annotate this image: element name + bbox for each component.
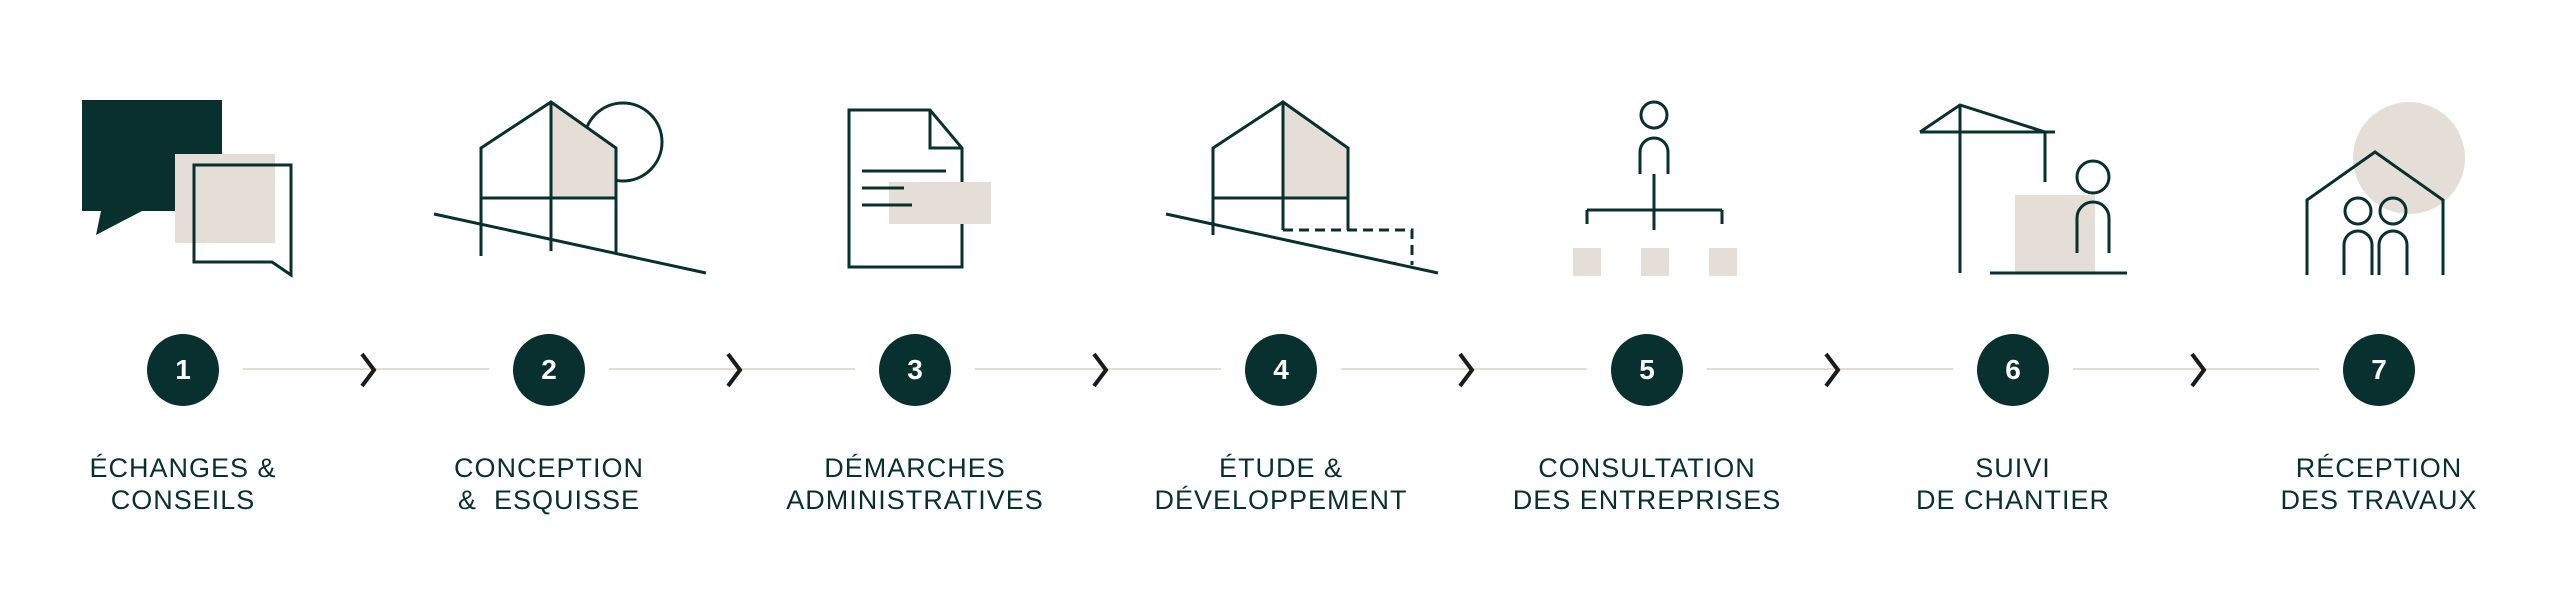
chevron-right-icon — [1824, 352, 1841, 388]
connector-line — [1707, 368, 1953, 370]
step-label-line-2: DES ENTREPRISES — [1512, 485, 1782, 515]
chevron-right-icon — [726, 352, 743, 388]
connector-line — [2073, 368, 2319, 370]
step-3: 3 DÉMARCHES ADMINISTRATIVES — [732, 0, 1098, 602]
step-label: ÉTUDE & DÉVELOPPEMENT — [1098, 452, 1464, 516]
step-label-line-1: RÉCEPTION — [2295, 453, 2463, 483]
step-number: 4 — [1245, 334, 1317, 406]
house-family-icon — [2196, 90, 2560, 290]
step-number: 3 — [879, 334, 951, 406]
connector-line — [1341, 368, 1587, 370]
step-label-line-1: CONSULTATION — [1538, 453, 1756, 483]
chevron-right-icon — [1092, 352, 1109, 388]
org-chart-icon — [1464, 90, 1830, 290]
step-label: DÉMARCHES ADMINISTRATIVES — [732, 452, 1098, 516]
house-sketch-icon — [366, 90, 732, 290]
step-5: 5 CONSULTATION DES ENTREPRISES — [1464, 0, 1830, 602]
step-label: ÉCHANGES & CONSEILS — [0, 452, 366, 516]
step-label: RÉCEPTION DES TRAVAUX — [2196, 452, 2560, 516]
document-icon — [732, 90, 1098, 290]
step-4: 4 ÉTUDE & DÉVELOPPEMENT — [1098, 0, 1464, 602]
crane-worker-icon — [1830, 90, 2196, 290]
step-label-line-1: CONCEPTION — [453, 453, 644, 483]
step-label-line-2: DE CHANTIER — [1915, 485, 2110, 515]
step-1: 1 ÉCHANGES & CONSEILS — [0, 0, 366, 602]
connector-line — [609, 368, 855, 370]
step-label-line-2: ADMINISTRATIVES — [786, 485, 1044, 515]
chevron-right-icon — [1458, 352, 1475, 388]
step-label-line-2: DES TRAVAUX — [2280, 485, 2478, 515]
step-number: 1 — [147, 334, 219, 406]
step-number: 6 — [1977, 334, 2049, 406]
step-label-line-2: DÉVELOPPEMENT — [1154, 485, 1408, 515]
step-label: CONSULTATION DES ENTREPRISES — [1464, 452, 1830, 516]
step-7: 7 RÉCEPTION DES TRAVAUX — [2196, 0, 2560, 602]
connector-line — [243, 368, 489, 370]
step-2: 2 CONCEPTION & ESQUISSE — [366, 0, 732, 602]
step-label: SUIVI DE CHANTIER — [1830, 452, 2196, 516]
step-label: CONCEPTION & ESQUISSE — [366, 452, 732, 516]
connector-line — [975, 368, 1221, 370]
step-label-line-2: & ESQUISSE — [457, 485, 641, 515]
step-label-line-1: SUIVI — [1975, 453, 2051, 483]
step-6: 6 SUIVI DE CHANTIER — [1830, 0, 2196, 602]
step-label-line-1: ÉTUDE & — [1218, 453, 1344, 483]
chevron-right-icon — [2190, 352, 2207, 388]
step-label-line-1: DÉMARCHES — [824, 453, 1006, 483]
chevron-right-icon — [360, 352, 377, 388]
step-number: 2 — [513, 334, 585, 406]
step-label-line-1: ÉCHANGES & — [89, 453, 277, 483]
chat-bubbles-icon — [0, 90, 366, 290]
step-number: 7 — [2343, 334, 2415, 406]
step-number: 5 — [1611, 334, 1683, 406]
house-plan-icon — [1098, 90, 1464, 290]
step-label-line-2: CONSEILS — [110, 485, 256, 515]
